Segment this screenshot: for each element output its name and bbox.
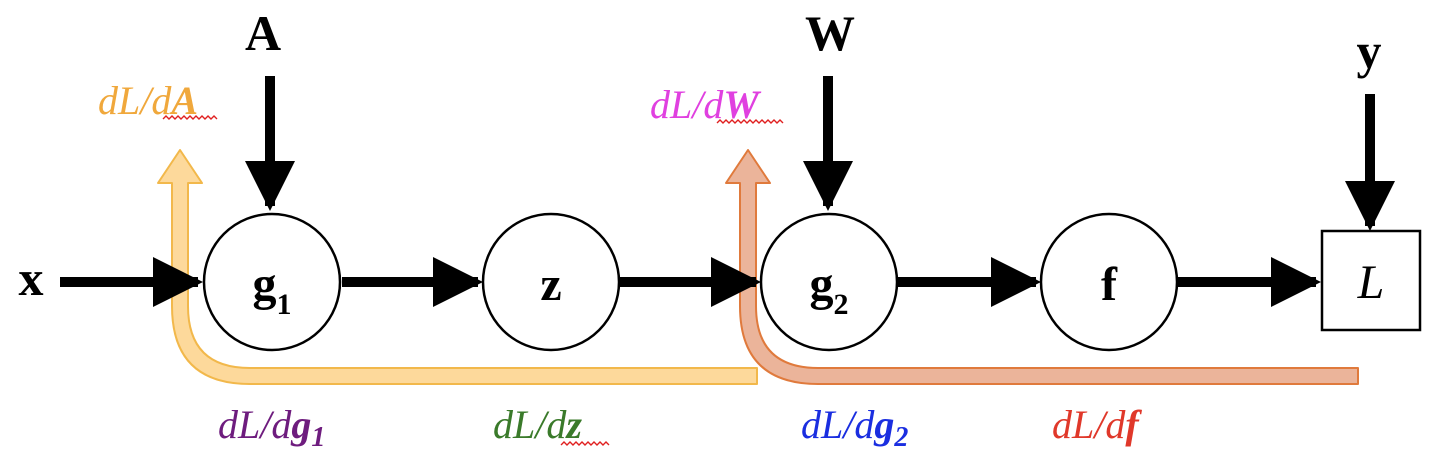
grad-dL-df: dL/df xyxy=(1052,402,1142,447)
input-W-label: W xyxy=(805,5,855,61)
input-x-label: x xyxy=(19,250,44,306)
node-f-label: f xyxy=(1101,258,1118,311)
node-g1 xyxy=(202,212,342,352)
node-z xyxy=(481,212,621,352)
backprop-band-yellow xyxy=(157,149,758,385)
node-f xyxy=(1039,212,1179,352)
grad-dL-dW: dL/dW xyxy=(650,82,761,127)
grad-dL-dg1: dL/dg1 xyxy=(218,402,325,453)
node-loss-label: L xyxy=(1357,256,1385,309)
input-y-label: y xyxy=(1357,23,1382,79)
node-z-label: z xyxy=(540,258,561,311)
node-g1-label: g1 xyxy=(253,258,292,321)
forward-arrows xyxy=(60,76,1395,307)
grad-dL-dg2: dL/dg2 xyxy=(801,402,908,453)
spellcheck-underline-dW xyxy=(716,119,784,124)
node-g2 xyxy=(759,212,899,352)
node-g2-label: g2 xyxy=(810,258,849,321)
input-A-label: A xyxy=(245,5,281,61)
node-loss xyxy=(1320,229,1422,332)
grad-dL-dz: dL/dz xyxy=(493,402,582,447)
grad-dL-dA: dL/dA xyxy=(98,78,198,123)
spellcheck-underline-dA xyxy=(162,115,218,120)
spellcheck-underline-dz xyxy=(560,441,610,446)
backprop-band-orange xyxy=(725,149,1359,385)
